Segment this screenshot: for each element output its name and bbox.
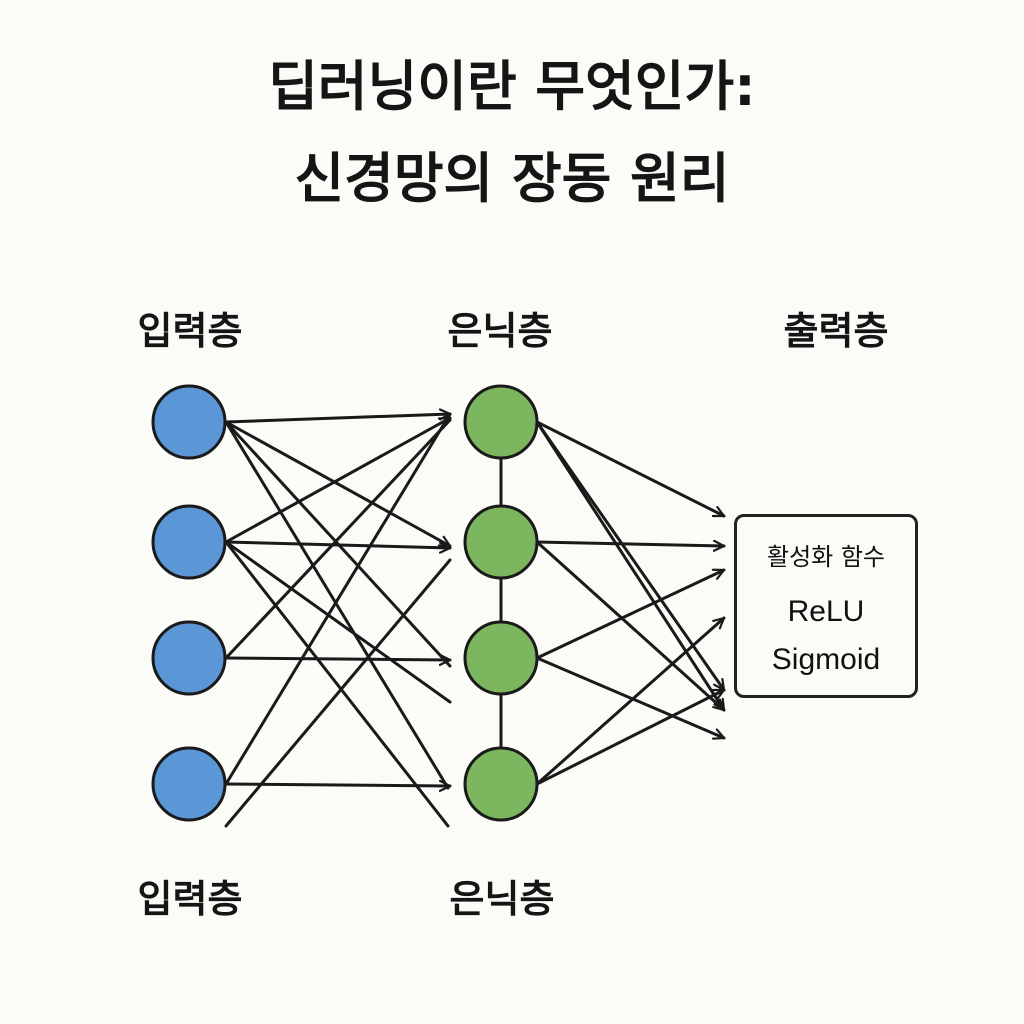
input-hidden-edge-0 — [224, 414, 452, 424]
hidden-node-1 — [463, 504, 539, 580]
hidden-node-0 — [463, 384, 539, 460]
hidden-output-edge-6 — [535, 656, 726, 738]
input-hidden-edge-8 — [224, 418, 452, 660]
input-hidden-edge-9 — [224, 658, 452, 660]
hidden-node-3 — [463, 746, 539, 822]
hidden-output-edge-5 — [535, 568, 726, 660]
network-nodes — [151, 384, 539, 822]
activation-function-title: 활성화 함수 — [766, 543, 886, 571]
hidden-node-2 — [463, 620, 539, 696]
input-layer-label-top: 입력층 — [137, 309, 243, 353]
hidden-output-connections — [535, 420, 726, 786]
input-hidden-edge-3 — [224, 420, 450, 790]
hidden-output-edge-4 — [535, 540, 726, 712]
input-node-2 — [151, 620, 227, 696]
input-hidden-edge-4 — [224, 416, 452, 544]
output-layer-label-top: 출력층 — [783, 309, 889, 353]
input-node-3 — [151, 746, 227, 822]
page-title-line-1: 딥러닝이란 무엇인가: — [268, 55, 756, 118]
input-hidden-edge-5 — [224, 540, 452, 548]
hidden-output-edge-0 — [535, 420, 726, 518]
hidden-layer-label-bottom: 은닉층 — [449, 877, 555, 921]
hidden-output-edge-3 — [535, 542, 726, 546]
hidden-output-edge-1 — [535, 420, 726, 692]
activation-sigmoid: Sigmoid — [771, 643, 881, 676]
input-hidden-edge-12 — [224, 558, 452, 828]
input-node-0 — [151, 384, 227, 460]
hidden-output-edge-7 — [535, 616, 726, 786]
input-hidden-connections — [224, 412, 452, 828]
input-hidden-edge-1 — [224, 420, 452, 548]
input-hidden-edge-7 — [224, 540, 450, 828]
page-title-line-2: 신경망의 장동 원리 — [294, 147, 730, 210]
activation-relu: ReLU — [787, 595, 865, 628]
input-layer-label-bottom: 입력층 — [137, 877, 243, 921]
input-hidden-edge-6 — [224, 540, 452, 704]
hidden-output-edge-8 — [535, 688, 726, 786]
activation-function-box: 활성화 함수 ReLU Sigmoid — [734, 514, 918, 698]
input-hidden-edge-11 — [224, 784, 452, 786]
input-node-1 — [151, 504, 227, 580]
hidden-layer-label-top: 은닉층 — [447, 309, 553, 353]
input-hidden-edge-10 — [224, 412, 452, 786]
hidden-output-edge-2 — [535, 420, 726, 712]
